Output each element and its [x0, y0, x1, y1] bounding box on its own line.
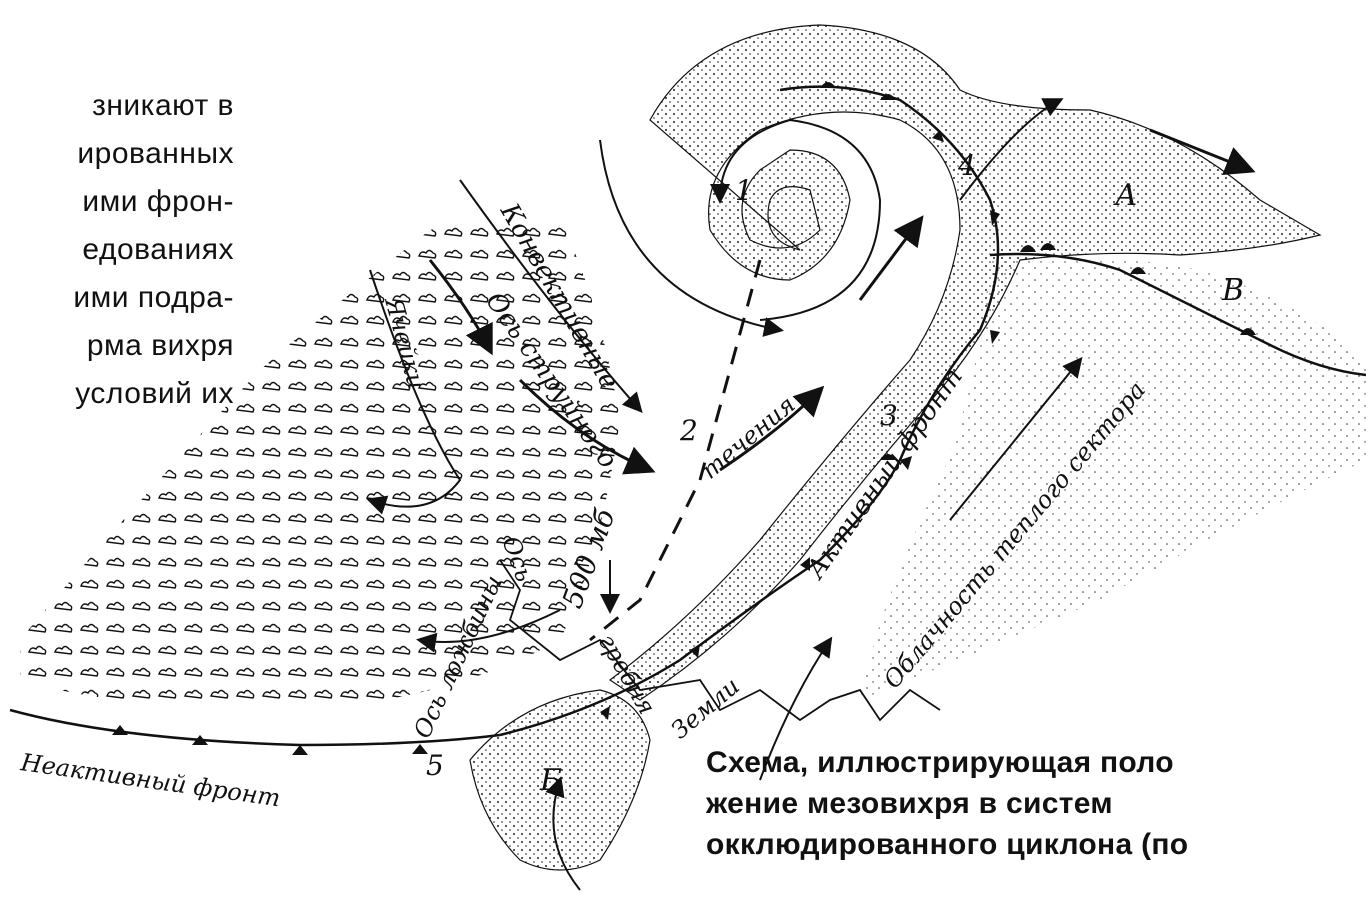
label-num-1: 1 [735, 174, 753, 207]
label-earth: Земли [666, 672, 745, 745]
label-num-5: 5 [426, 749, 444, 782]
caption-line: жение мезовихря в систем [706, 785, 1113, 823]
label-num-3: 3 [880, 399, 898, 432]
caption-line: Схема, иллюстрирующая поло [706, 744, 1174, 782]
label-letter-a: А [1113, 178, 1138, 213]
caption-line: окклюдированного циклона (по [706, 826, 1188, 864]
label-num-4: 4 [957, 149, 976, 182]
label-letter-v: В [1221, 273, 1244, 308]
label-inactive-front: Неактивный фронт [18, 748, 282, 812]
label-letter-b: Б [539, 763, 562, 798]
label-num-2: 2 [679, 414, 698, 447]
flow-arrow [860, 220, 920, 300]
